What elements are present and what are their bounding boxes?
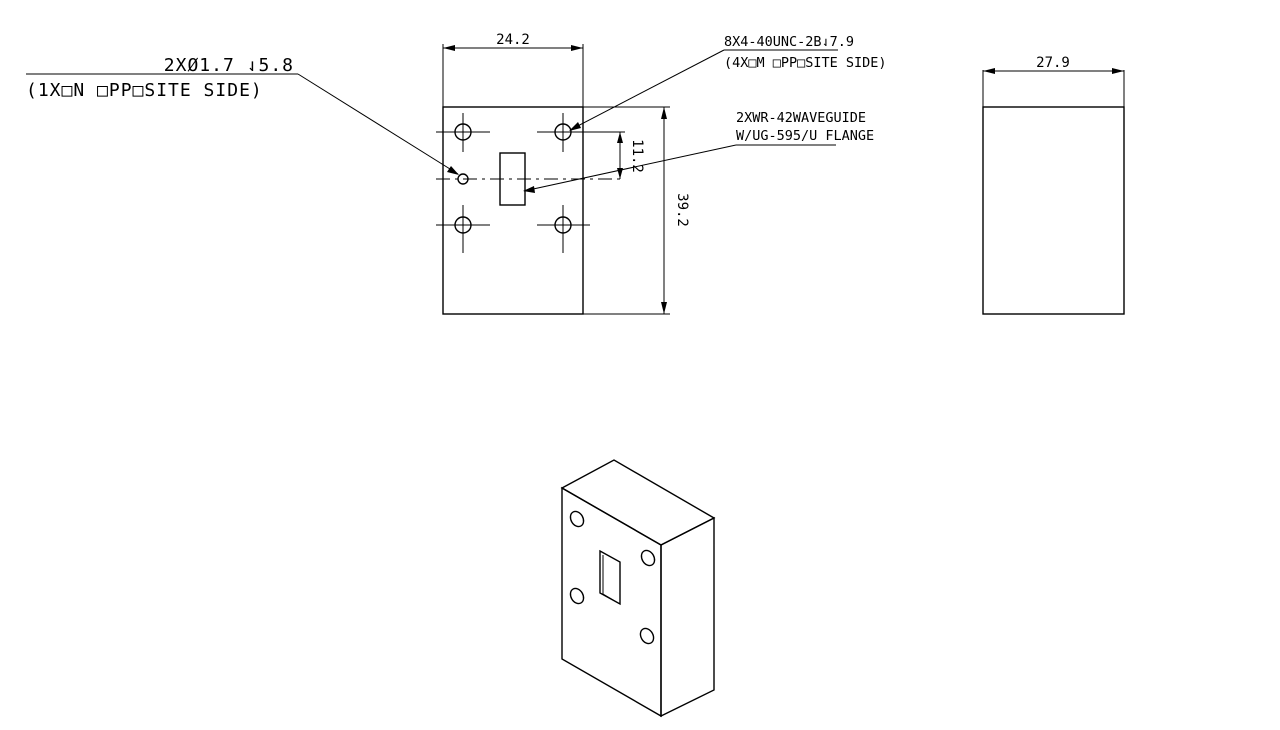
iso-hole: [640, 549, 656, 567]
side-view-outline: [982, 106, 1125, 315]
callout-thread-line2: (4X□M □PP□SITE SIDE): [724, 55, 887, 71]
front-view: 24.2 11.2 39.2: [436, 32, 690, 315]
iso-right-face: [660, 516, 715, 718]
callout-waveguide-line1: 2XWR-42WAVEGUIDE: [736, 110, 866, 126]
threaded-hole: [537, 205, 590, 253]
callout-waveguide-line2: W/UG-595/U FLANGE: [736, 128, 874, 144]
dim-width-side: 27.9: [983, 55, 1124, 74]
pin-hole: [436, 173, 620, 185]
threaded-hole: [436, 205, 490, 253]
callout-pin-holes: 2XØ1.7 ⇃5.8 (1X□N □PP□SITE SIDE): [26, 55, 459, 175]
iso-front-face: [561, 486, 662, 718]
dim-label-24-2: 24.2: [496, 32, 530, 48]
dim-width-front: 24.2: [443, 32, 583, 51]
isometric-view: [560, 459, 716, 718]
front-view-outline: [442, 106, 584, 315]
threaded-hole: [537, 113, 590, 152]
dim-label-39-2: 39.2: [674, 193, 690, 227]
iso-hole: [639, 627, 655, 645]
callout-waveguide: 2XWR-42WAVEGUIDE W/UG-595/U FLANGE: [523, 110, 874, 193]
iso-top-face: [560, 459, 716, 546]
dim-label-11-2: 11.2: [629, 139, 645, 173]
dim-hole-offset: 11.2: [583, 131, 645, 179]
dim-label-27-9: 27.9: [1036, 55, 1070, 71]
callout-thread-line1: 8X4-40UNC-2B⇃7.9: [724, 34, 854, 50]
threaded-hole: [436, 113, 490, 152]
iso-hole: [569, 510, 585, 528]
iso-hole: [569, 587, 585, 605]
callout-pin-line2: (1X□N □PP□SITE SIDE): [26, 80, 263, 101]
side-view: 27.9: [982, 55, 1125, 315]
dim-height-front: 39.2: [661, 107, 690, 314]
callout-pin-line1: 2XØ1.7 ⇃5.8: [164, 55, 294, 76]
callout-threaded-holes: 8X4-40UNC-2B⇃7.9 (4X□M □PP□SITE SIDE): [569, 34, 887, 131]
